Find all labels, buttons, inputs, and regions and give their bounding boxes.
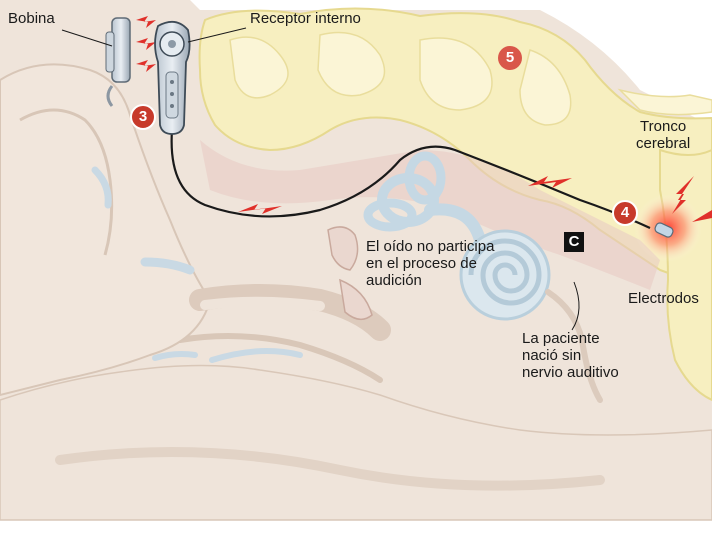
ear-canal-inner bbox=[205, 302, 320, 306]
internal-receiver bbox=[155, 22, 190, 134]
section-marker-c: C bbox=[564, 232, 584, 252]
bottom-margin bbox=[0, 520, 712, 534]
label-bobina: Bobina bbox=[8, 10, 55, 27]
label-receptor-interno: Receptor interno bbox=[250, 10, 361, 27]
label-electrodos: Electrodos bbox=[628, 290, 699, 307]
label-paciente-sin-nervio: La paciente nació sin nervio auditivo bbox=[522, 330, 619, 381]
step-marker-4: 4 bbox=[612, 200, 638, 226]
label-oido-no-participa: El oído no participa en el proceso de au… bbox=[366, 238, 494, 289]
step-marker-5: 5 bbox=[498, 46, 522, 70]
label-tronco-cerebral: Tronco cerebral bbox=[636, 118, 690, 152]
step-marker-3: 3 bbox=[130, 104, 156, 130]
